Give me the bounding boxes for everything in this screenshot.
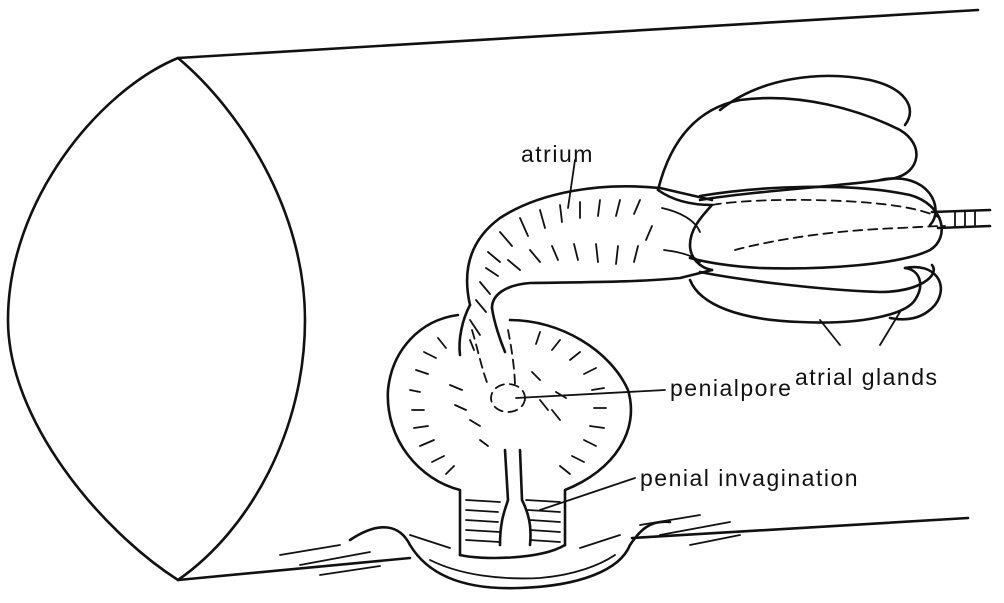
- label-penial-invagination: penial invagination: [640, 465, 859, 491]
- body-tube: [8, 10, 978, 580]
- tube-end-ellipse: [8, 58, 305, 580]
- tube-bottom-edge-right: [632, 518, 968, 538]
- label-atrial-glands: atrial glands: [795, 364, 939, 390]
- penial-invagination-leader: [540, 478, 635, 510]
- tube-bottom-edge-left: [178, 558, 410, 580]
- label-penial-pore: penialpore: [670, 375, 792, 401]
- atrium-leader: [568, 160, 575, 208]
- atrium-drawing: [459, 186, 712, 355]
- label-atrium: atrium: [521, 141, 594, 167]
- body-wall-folds: [280, 515, 740, 588]
- tube-top-edge: [178, 10, 978, 58]
- penial-pore-leader: [516, 390, 665, 398]
- penis-drawing: [388, 315, 631, 558]
